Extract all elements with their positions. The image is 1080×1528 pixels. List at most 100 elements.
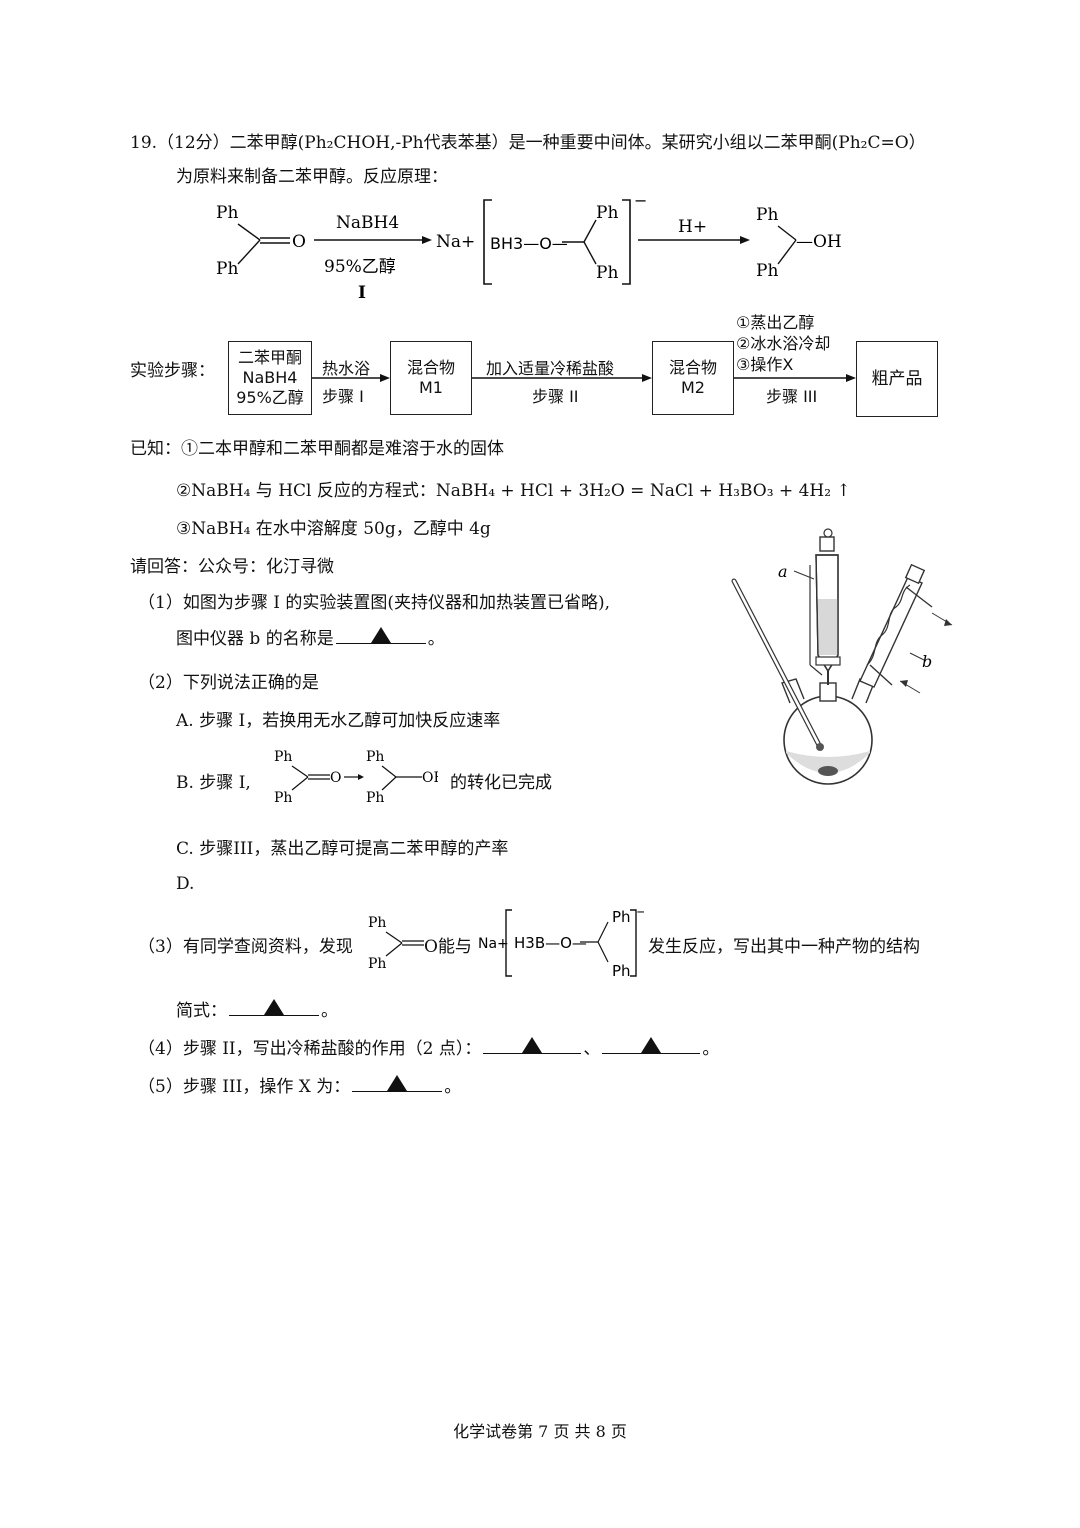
flow-box-m2: 混合物 M2 xyxy=(652,341,734,415)
q3-answer-blank[interactable] xyxy=(229,999,319,1016)
intermediate-ph-bottom: Ph xyxy=(596,263,618,283)
label-a: a xyxy=(778,562,788,581)
q4-end: 。 xyxy=(702,1039,720,1059)
q4-separator: 、 xyxy=(583,1039,601,1059)
q5-answer-blank[interactable] xyxy=(352,1075,443,1092)
flow-box-start-line3: 95%乙醇 xyxy=(236,388,304,407)
q3-end: 。 xyxy=(321,1001,338,1021)
known-2: ②NaBH₄ 与 HCl 反应的方程式：NaBH₄ + HCl + 3H₂O =… xyxy=(176,481,851,501)
q2-stem: （2）下列说法正确的是 xyxy=(138,673,319,693)
reactant-ph-top: Ph xyxy=(216,203,238,223)
flow-box-start-line1: 二苯甲酮 xyxy=(237,348,302,367)
q4-prompt: （4）步骤 II，写出冷稀盐酸的作用（2 点）： xyxy=(138,1039,482,1059)
answer-marker-icon xyxy=(641,1037,662,1053)
answer-marker-icon xyxy=(522,1037,543,1053)
flow-arrow-1-top: 热水浴 xyxy=(322,359,371,378)
flow-arrow-3-bottom: 步骤 III xyxy=(766,387,818,406)
flow-arrow-2-bottom: 步骤 II xyxy=(532,387,579,406)
flow-arrow-3-top-line3: ③操作X xyxy=(736,355,794,374)
q3-prefix: （3）有同学查阅资料，发现 xyxy=(138,937,353,957)
q3-intermediate-structure: Na+ H3B—O— Ph Ph − xyxy=(478,905,644,980)
answer-intro: 请回答：公众号：化汀寻微 xyxy=(130,557,334,577)
q1-line-1: （1）如图为步骤 I 的实验装置图(夹持仪器和加热装置已省略), xyxy=(138,593,611,613)
reagent-ethanol: 95%乙醇 xyxy=(324,257,396,277)
q2b-ph-2: Ph xyxy=(274,790,292,806)
q3-ph-3: Ph xyxy=(612,908,631,926)
flow-box-start: 二苯甲酮 NaBH4 95%乙醇 xyxy=(228,341,312,415)
intermediate-na: Na+ xyxy=(436,232,475,252)
q3-ph-4: Ph xyxy=(612,962,631,980)
q2-option-c: C. 步骤III，蒸出乙醇可提高二苯甲醇的产率 xyxy=(176,839,509,859)
q3-ph-1: Ph xyxy=(368,915,386,931)
answer-marker-icon xyxy=(370,627,391,643)
svg-text:OH: OH xyxy=(422,770,438,786)
q3-suffix: 发生反应，写出其中一种产物的结构 xyxy=(648,937,920,957)
q3-h3bo: H3B—O— xyxy=(514,934,587,952)
q3-mid: O能与 xyxy=(424,932,472,957)
q3-na: Na+ xyxy=(478,936,509,952)
reagent-h-plus: H+ xyxy=(678,217,707,237)
question-line-1: 19.（12分）二苯甲醇(Ph₂CHOH,-Ph代表苯基）是一种重要中间体。某研… xyxy=(130,133,926,153)
flow-box-m1: 混合物 M1 xyxy=(390,341,472,415)
label-b: b xyxy=(922,652,932,671)
q2-option-b-structure: Ph Ph O Ph Ph OH xyxy=(274,749,438,806)
stir-bar-icon xyxy=(818,766,838,776)
q4-answer-blank-2[interactable] xyxy=(602,1037,701,1054)
flow-box-product-label: 粗产品 xyxy=(871,369,923,389)
q3-charge: − xyxy=(636,905,644,920)
q2-option-d: D. xyxy=(176,874,195,894)
q5-line: （5）步骤 III，操作 X 为： 。 xyxy=(138,1072,461,1097)
page-footer: 化学试卷第 7 页 共 8 页 xyxy=(453,1422,627,1441)
q1-end: 。 xyxy=(427,629,445,649)
q1-prompt: 图中仪器 b 的名称是 xyxy=(176,629,334,649)
intermediate-charge: − xyxy=(634,192,647,210)
reagent-nabh4: NaBH4 xyxy=(336,213,399,233)
flow-arrow-1-bottom: 步骤 I xyxy=(322,387,364,406)
apparatus-diagram: a b xyxy=(731,528,953,785)
q2b-ph-1: Ph xyxy=(274,749,292,765)
q3-ketone-structure: Ph Ph xyxy=(368,915,424,972)
flow-box-m2-line1: 混合物 xyxy=(668,358,717,377)
question-line-2: 为原料来制备二苯甲醇。反应原理： xyxy=(176,167,448,187)
q3-prompt: 简式： xyxy=(176,1001,227,1021)
q4-answer-blank-1[interactable] xyxy=(483,1037,582,1054)
flow-box-start-line2: NaBH4 xyxy=(242,368,298,387)
flow-box-product: 粗产品 xyxy=(856,341,938,417)
flow-arrow-3-top-line1: ①蒸出乙醇 xyxy=(736,313,815,332)
known-3: ③NaBH₄ 在水中溶解度 50g，乙醇中 4g xyxy=(176,519,491,539)
q2-option-a: A. 步骤 I，若换用无水乙醇可加快反应速率 xyxy=(176,711,501,731)
q2-option-b-suffix: 的转化已完成 xyxy=(450,773,552,793)
flow-box-m1-line2: M1 xyxy=(419,378,443,397)
q5-end: 。 xyxy=(444,1077,462,1097)
intermediate-bh3o: BH3—O— xyxy=(490,234,568,253)
answer-marker-icon xyxy=(264,999,284,1015)
q2b-ph-3: Ph xyxy=(366,749,384,765)
answer-marker-icon xyxy=(387,1075,408,1091)
flow-arrow-3-top-line2: ②冰水浴冷却 xyxy=(736,334,831,353)
q2b-oxygen: O xyxy=(330,770,341,786)
q2-option-b-prefix: B. 步骤 I, xyxy=(176,773,251,793)
flow-box-m2-line2: M2 xyxy=(681,378,705,397)
flow-arrow-1 xyxy=(312,374,390,382)
q3-oxygen: O xyxy=(424,937,438,957)
q3-mid-text: 能与 xyxy=(437,937,472,957)
q3-line-2: 简式： 。 xyxy=(176,996,338,1021)
flow-arrow-2 xyxy=(472,374,652,382)
q1-answer-blank[interactable] xyxy=(335,627,426,644)
reactant-oxygen: O xyxy=(292,232,306,252)
q5-prompt: （5）步骤 III，操作 X 为： xyxy=(138,1077,351,1097)
product-ph-top: Ph xyxy=(756,205,778,225)
flow-arrow-3 xyxy=(734,374,856,382)
flow-arrow-3-top: ①蒸出乙醇 ②冰水浴冷却 ③操作X xyxy=(736,312,830,375)
q2b-ph-4: Ph xyxy=(366,790,384,806)
reactant-ph-bottom: Ph xyxy=(216,259,238,279)
q1-line-2: 图中仪器 b 的名称是 。 xyxy=(176,624,445,649)
label-I: I xyxy=(358,283,366,302)
product-oh: —OH xyxy=(796,232,842,252)
flow-arrow-2-top: 加入适量冷稀盐酸 xyxy=(486,359,615,378)
known-1: 已知：①二本甲醇和二苯甲酮都是难溶于水的固体 xyxy=(130,439,504,459)
product-ph-bottom: Ph xyxy=(756,261,778,281)
q4-line: （4）步骤 II，写出冷稀盐酸的作用（2 点）： 、 。 xyxy=(138,1034,719,1059)
q3-ph-2: Ph xyxy=(368,956,386,972)
intermediate-ph-top: Ph xyxy=(596,203,618,223)
